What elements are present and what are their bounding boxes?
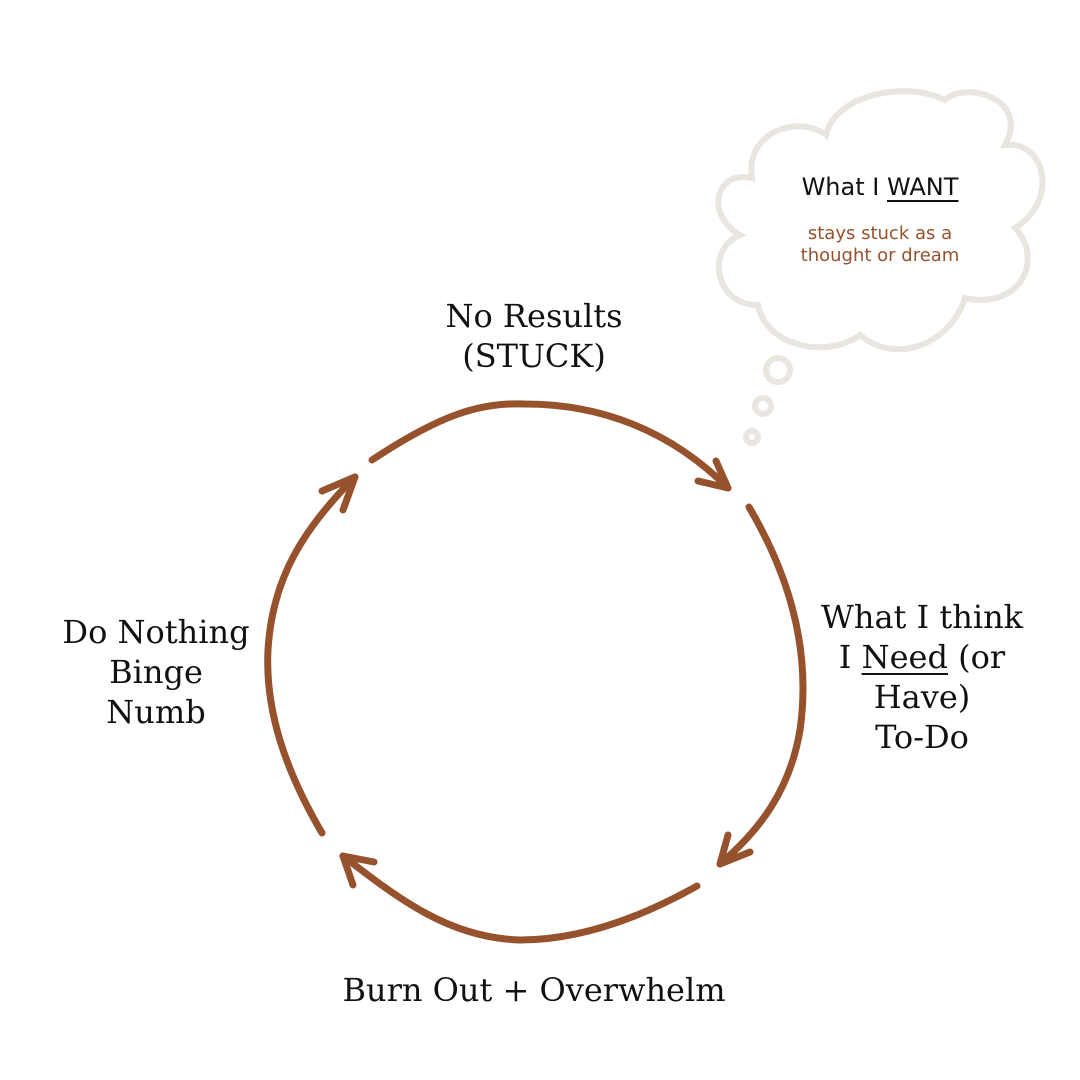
- node-bottom-line1: Burn Out + Overwhelm: [342, 971, 726, 1009]
- thought-subtitle-line1: stays stuck as a: [807, 223, 953, 244]
- thought-title: What I WANT: [760, 172, 1000, 202]
- cloud-dot-large: [763, 355, 793, 385]
- cloud-outline: [715, 88, 1046, 353]
- arrowhead-top: [694, 457, 732, 492]
- thought-subtitle-line2: thought or dream: [800, 245, 960, 266]
- node-right-line2-prefix: I: [838, 638, 862, 676]
- arrowhead-right: [716, 831, 754, 868]
- node-top-label: No Results (STUCK): [384, 296, 684, 376]
- arrow-bottom: [339, 852, 701, 944]
- thought-cloud: [715, 88, 1046, 446]
- arrow-left: [264, 473, 359, 837]
- node-right-line4: To-Do: [875, 718, 969, 756]
- node-right-line2-suffix: (or: [947, 638, 1006, 676]
- node-right-line1: What I think: [820, 598, 1024, 636]
- node-left-line1: Do Nothing: [62, 613, 250, 651]
- thought-title-prefix: What I: [801, 173, 887, 201]
- arrowhead-left: [318, 473, 359, 514]
- node-top-line2: (STUCK): [462, 337, 606, 375]
- arrow-top: [368, 400, 732, 492]
- arrow-right: [716, 503, 807, 868]
- node-bottom-label: Burn Out + Overwhelm: [314, 970, 754, 1010]
- node-right-label: What I think I Need (or Have) To-Do: [782, 597, 1062, 757]
- node-left-line2: Binge: [109, 653, 203, 691]
- arrowhead-bottom: [339, 852, 378, 889]
- cloud-dot-small: [743, 428, 761, 446]
- node-left-line3: Numb: [106, 693, 206, 731]
- node-right-line2-emphasis: Need: [861, 638, 948, 676]
- node-right-line2: I Need (or: [782, 637, 1062, 677]
- node-right-line3: Have): [873, 678, 971, 716]
- thought-title-emphasis: WANT: [886, 173, 959, 201]
- node-top-line1: No Results: [445, 297, 623, 335]
- node-left-label: Do Nothing Binge Numb: [46, 612, 266, 732]
- thought-subtitle: stays stuck as a thought or dream: [760, 223, 1000, 267]
- cloud-dot-medium: [752, 395, 774, 417]
